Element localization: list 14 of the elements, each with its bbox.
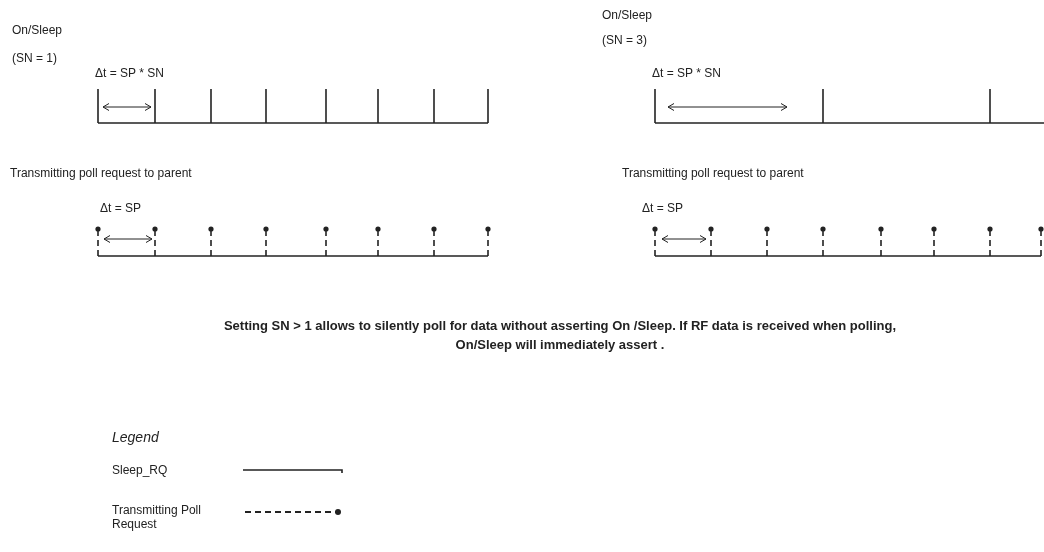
signal-name: On/Sleep <box>12 23 63 37</box>
legend-title: Legend <box>112 430 159 444</box>
interval-formula: Δt = SP * SN <box>95 66 164 80</box>
interval-formula: Δt = SP <box>642 201 684 215</box>
signal-name: On/Sleep <box>602 8 653 22</box>
signal-name: Transmitting poll request to parent <box>10 166 192 180</box>
interval-formula: Δt = SP <box>100 201 142 215</box>
legend-label: Sleep_RQ <box>112 463 168 477</box>
caption: Setting SN > 1 allows to silently poll for data without asserting On /Sleep. If RF data is received when polling, On/Sleep will immediately assert . <box>222 317 898 354</box>
interval-formula: Δt = SP * SN <box>652 66 721 80</box>
legend-label: Transmitting Poll Request <box>112 503 202 531</box>
signal-name: Transmitting poll request to parent <box>622 166 804 180</box>
parameter-label: (SN = 1) <box>12 51 57 65</box>
parameter-label: (SN = 3) <box>602 33 647 47</box>
